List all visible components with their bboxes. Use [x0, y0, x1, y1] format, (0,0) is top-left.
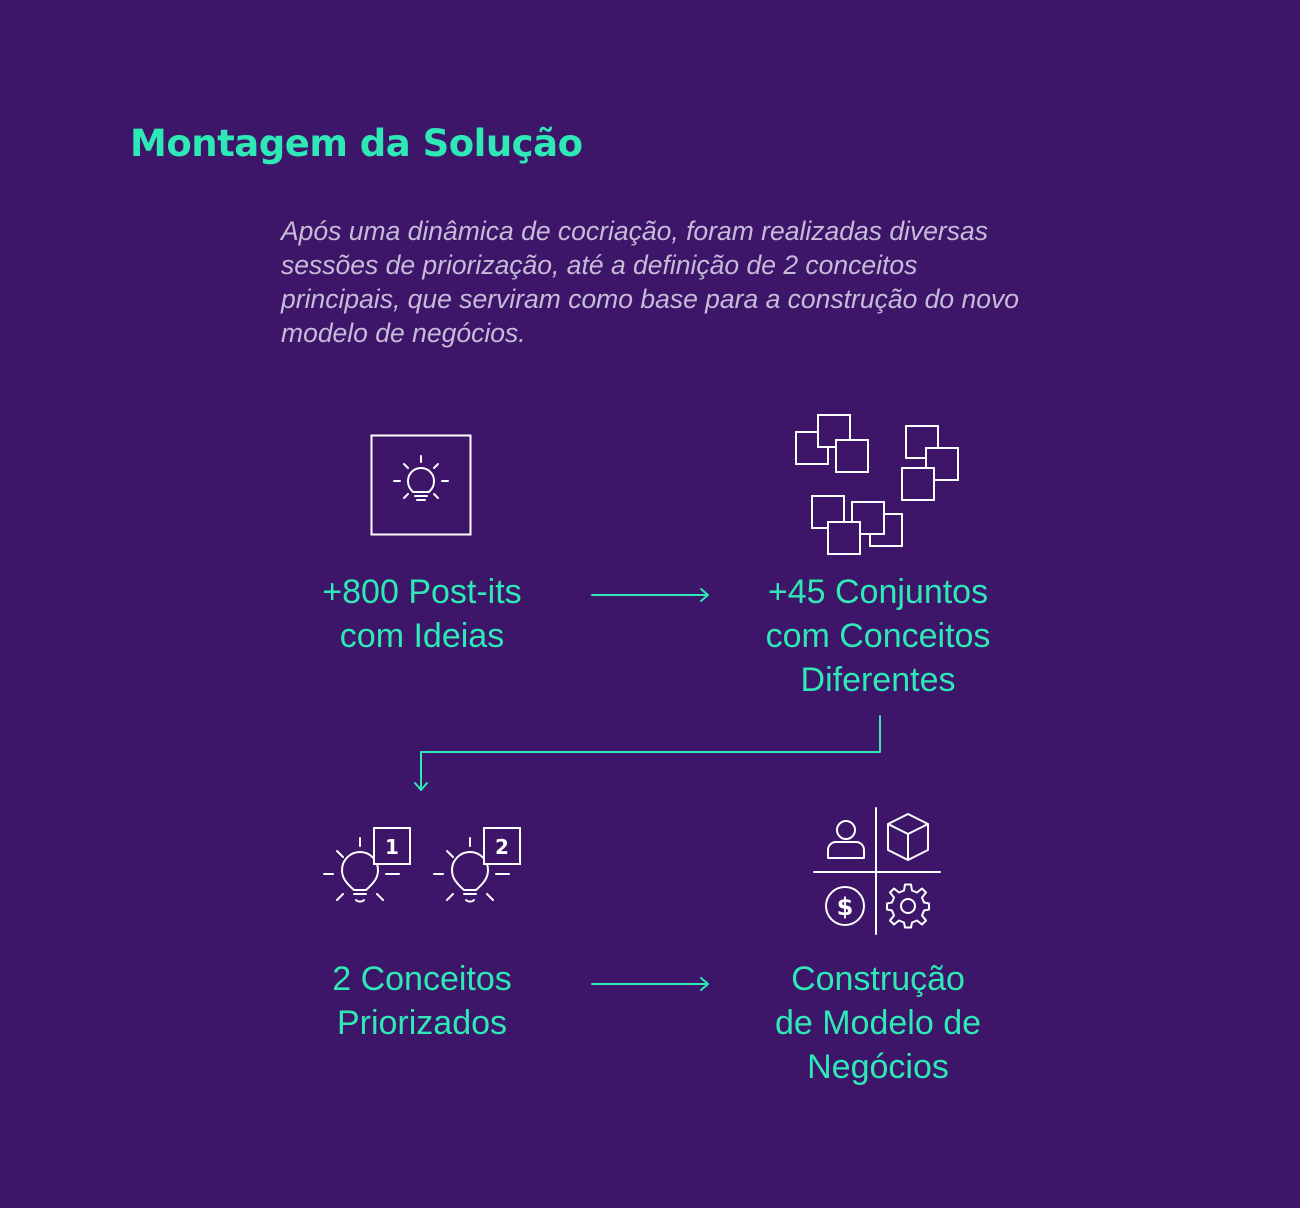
- step-label-line: com Conceitos: [765, 617, 991, 655]
- prioritized-lightbulbs-icon: 1 2: [323, 827, 521, 903]
- step-label-conceitos: 2 Conceitos Priorizados: [272, 957, 572, 1045]
- step-label-line: Construção: [791, 960, 965, 998]
- step-label-modelo: Construção de Modelo de Negócios: [728, 957, 1028, 1089]
- badge-two: 2: [495, 835, 509, 859]
- grouped-post-its-icon: [795, 414, 959, 555]
- step-label-line: +45 Conjuntos: [767, 573, 989, 611]
- step-label-post-its: +800 Post-its com Ideias: [272, 570, 572, 658]
- badge-one: 1: [385, 835, 399, 859]
- business-model-canvas-icon: $: [813, 807, 941, 935]
- step-label-conjuntos: +45 Conjuntos com Conceitos Diferentes: [728, 570, 1028, 702]
- page-title: Montagem da Solução: [130, 122, 583, 165]
- step-label-line: com Ideias: [339, 617, 505, 655]
- lightbulb-in-square-icon: [370, 434, 472, 536]
- step-label-line: +800 Post-its: [322, 573, 522, 611]
- elbow-arrow-down-icon: [414, 715, 881, 791]
- arrow-right-icon: [591, 588, 709, 602]
- intro-paragraph: Após uma dinâmica de cocriação, foram re…: [281, 216, 1019, 348]
- step-label-line: Negócios: [807, 1048, 949, 1086]
- currency-symbol: $: [837, 893, 854, 921]
- step-label-line: Diferentes: [800, 661, 956, 699]
- arrow-right-icon: [591, 977, 709, 991]
- step-label-line: Priorizados: [336, 1004, 508, 1042]
- step-label-line: de Modelo de: [774, 1004, 982, 1042]
- step-label-line: 2 Conceitos: [332, 960, 512, 998]
